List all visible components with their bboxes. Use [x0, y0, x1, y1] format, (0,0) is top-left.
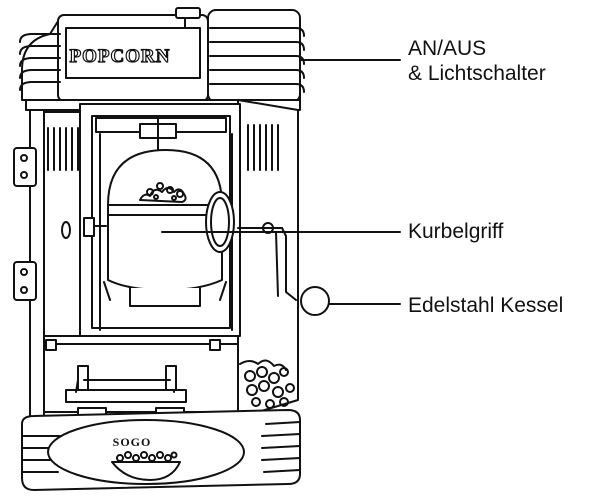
callout-on-off-switch: AN/AUS & Lichtschalter	[408, 36, 546, 86]
top-sign-housing	[19, 7, 305, 111]
callout-crank-handle: Kurbelgriff	[408, 220, 504, 243]
callout-on-off-switch-line1: AN/AUS	[408, 37, 487, 60]
callout-steel-kettle: Edelstahl Kessel	[408, 294, 564, 317]
brand-logo-text: SOGO	[113, 435, 152, 449]
kettle	[83, 133, 235, 331]
callout-lines	[161, 59, 401, 305]
callout-on-off-switch-line2: & Lichtschalter	[408, 62, 546, 85]
popcorn-sign-text: POPCORN	[70, 46, 171, 67]
machine-base	[21, 409, 301, 491]
